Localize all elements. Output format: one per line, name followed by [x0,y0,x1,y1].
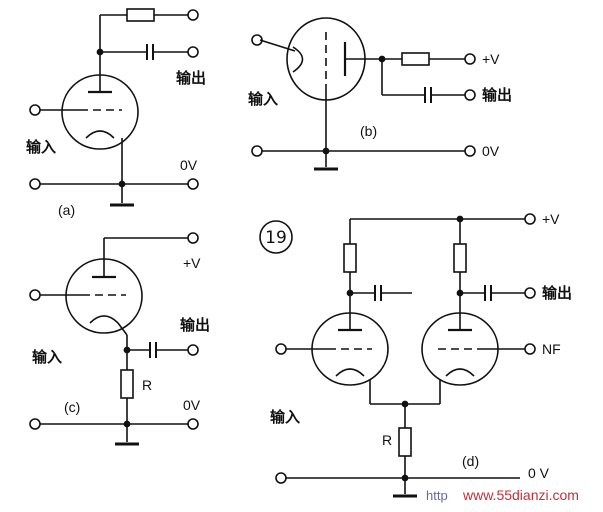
terminal-d-nf [524,343,536,355]
terminal-d-input [275,343,287,355]
terminal-d-gnd-left [275,472,287,484]
label-a-zero-v: 0V [180,157,198,173]
label-b-input: 输入 [248,90,278,108]
resistor-d-cathode [398,427,412,457]
label-c-plus-v: +V [183,255,201,271]
resistor-b [401,52,430,66]
label-c-input: 输入 [32,348,62,366]
label-b-plus-v: +V [482,51,500,67]
label-a-input: 输入 [26,138,56,156]
tube-b-cathode [292,46,304,73]
terminal-b-output [464,89,476,101]
tube-a-cathode [85,130,115,139]
resistor-c [120,369,134,399]
terminal-c-plusv [187,232,199,244]
label-c-output: 输出 [180,316,210,334]
terminal-c-input [29,289,41,301]
terminal-d-output [524,287,536,299]
terminal-c-output [187,344,199,356]
label-a-output: 输出 [176,69,206,87]
label-c-resistor: R [142,377,152,393]
terminal-b-input [251,34,263,46]
resistor-d-left [343,243,357,273]
caption-b: (b) [360,123,377,139]
label-d-output: 输出 [542,284,572,302]
label-d-resistor: R [382,432,392,448]
circuit-d [259,213,536,498]
terminal-c-gnd-right [187,418,199,430]
terminal-a-output [187,46,199,58]
terminal-a-gnd-right [187,178,199,190]
circuit-c [29,232,199,446]
terminal-a-gnd-left [29,178,41,190]
watermark-site: www.55dianzi.com [462,487,579,503]
terminal-d-plusv [524,213,536,225]
terminal-a-input [29,104,41,116]
figure-number-circle [259,220,293,254]
label-c-zero-v: 0V [183,397,201,413]
caption-d: (d) [462,453,479,469]
tube-c-cathode [89,315,119,324]
label-d-input: 输入 [270,408,300,426]
label-b-output: 输出 [482,86,512,104]
label-d-plus-v: +V [542,211,560,227]
circuit-b [251,17,476,171]
resistor-d-right [453,243,467,273]
label-d-nf: NF [542,341,561,357]
terminal-c-gnd-left [29,418,41,430]
label-d-partial-zero-v: 0 V [528,465,550,481]
terminal-b-plusv [464,53,476,65]
figure-number: 19 [265,228,287,248]
terminal-a-top [187,9,199,21]
watermark-prefix: http [426,488,448,503]
terminal-b-gnd-right [464,145,476,157]
terminal-b-gnd-left [251,145,263,157]
tube-d-left-cathode [335,368,365,377]
resistor-a-top [126,8,155,22]
caption-c: (c) [64,399,80,415]
label-b-zero-v: 0V [482,143,500,159]
tube-d-right-cathode [445,368,475,377]
circuit-a [29,8,199,207]
caption-a: (a) [58,202,75,218]
